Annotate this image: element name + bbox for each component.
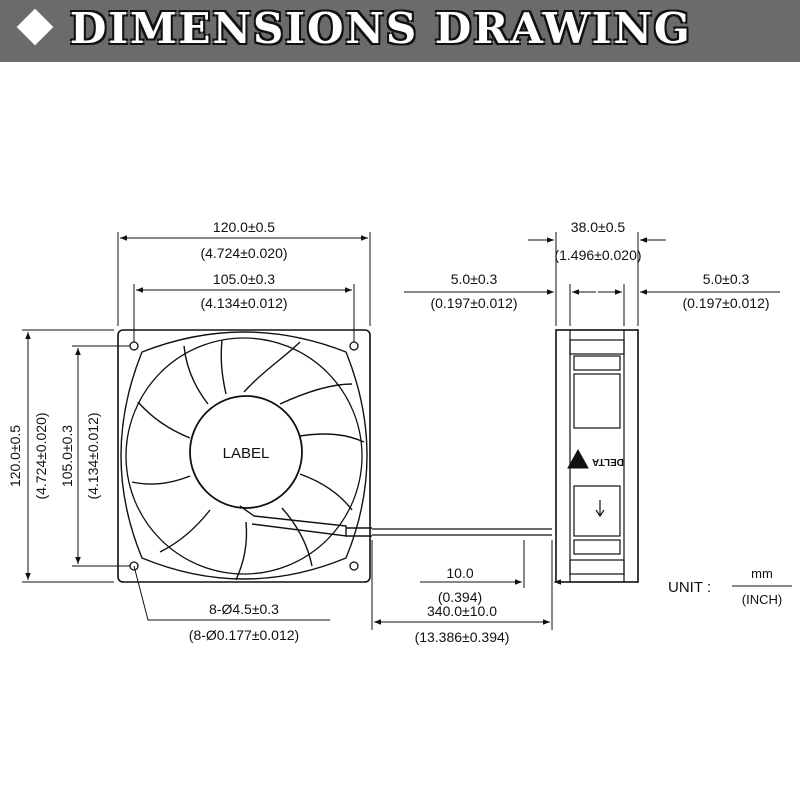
flange-left-in: (0.197±0.012)	[430, 295, 517, 311]
wire-length-mm: 340.0±10.0	[427, 603, 497, 619]
fan-cable	[346, 527, 372, 537]
page-title: DIMENSIONS DRAWING	[70, 4, 692, 53]
title-banner: DIMENSIONS DRAWING	[0, 0, 800, 62]
overall-height-in: (4.724±0.020)	[33, 412, 49, 499]
flange-left-mm: 5.0±0.3	[451, 271, 498, 287]
unit-label: UNIT :	[668, 579, 711, 596]
hole-vspacing-in: (4.134±0.012)	[85, 412, 101, 499]
fan-frame	[117, 329, 371, 583]
hole-vspacing-mm: 105.0±0.3	[59, 425, 75, 487]
hub-label: LABEL	[223, 445, 270, 462]
fan-blades	[131, 339, 365, 581]
fan-inner-ring	[120, 331, 368, 580]
wire-length-in: (13.386±0.394)	[415, 629, 510, 645]
hole-dia-in: (8-Ø0.177±0.012)	[189, 627, 299, 643]
side-frame	[555, 329, 639, 583]
wire-strip-mm: 10.0	[446, 565, 473, 581]
fan-opening	[125, 337, 363, 575]
unit-primary: mm	[751, 566, 773, 581]
depth-in: (1.496±0.020)	[554, 247, 641, 263]
side-view	[555, 329, 639, 583]
wire-strip-in: (0.394)	[438, 589, 482, 605]
flange-right-mm: 5.0±0.3	[703, 271, 750, 287]
cable-wires	[372, 528, 552, 536]
unit-secondary: (INCH)	[742, 592, 782, 607]
overall-width-mm: 120.0±0.5	[213, 219, 275, 235]
hole-leader	[133, 565, 330, 621]
cable-strut	[239, 505, 347, 537]
hole-spacing-in: (4.134±0.012)	[200, 295, 287, 311]
side-dimension-lines	[371, 232, 780, 630]
side-brand-mark: DELTA	[592, 456, 624, 467]
flange-right-in: (0.197±0.012)	[682, 295, 769, 311]
hole-dia-mm: 8-Ø4.5±0.3	[209, 601, 279, 617]
delta-logo-icon	[567, 448, 589, 469]
overall-width-in: (4.724±0.020)	[200, 245, 287, 261]
dimension-lines	[22, 232, 371, 621]
front-view	[117, 329, 552, 583]
overall-height-mm: 120.0±0.5	[7, 425, 23, 487]
fan-hub	[189, 395, 303, 509]
depth-mm: 38.0±0.5	[571, 219, 626, 235]
hole-spacing-mm: 105.0±0.3	[213, 271, 275, 287]
